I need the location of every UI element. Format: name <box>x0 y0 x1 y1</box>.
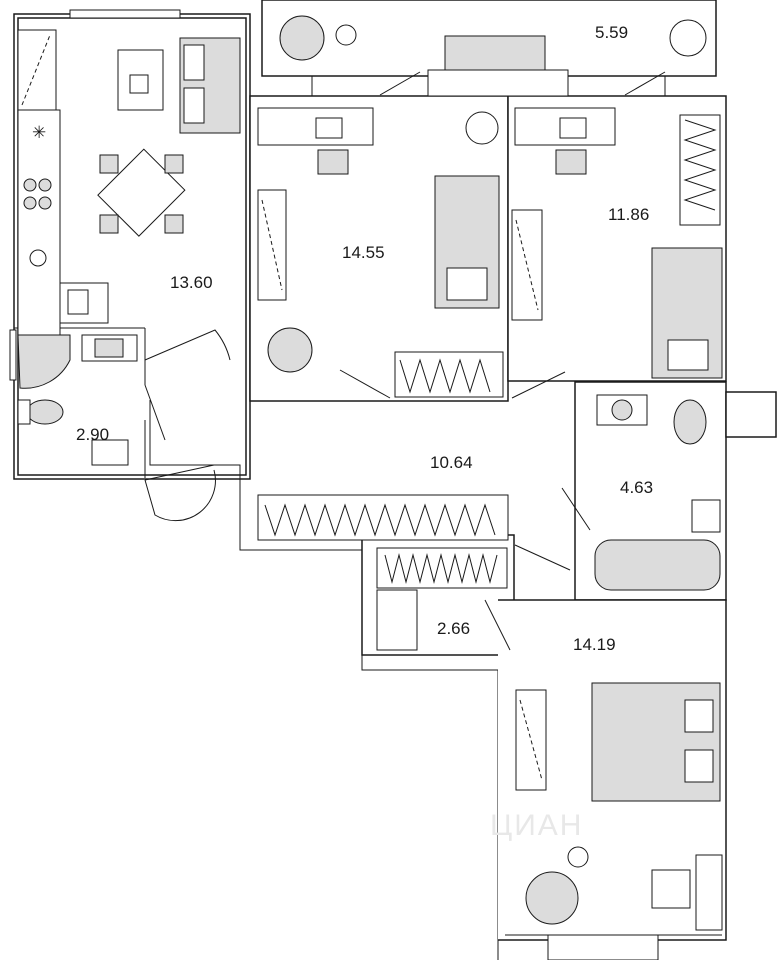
window-bottom <box>547 934 659 960</box>
storage-shelf <box>376 547 508 589</box>
area-bedroom-right: 11.86 <box>608 205 649 224</box>
pillow-master-1 <box>684 699 714 733</box>
toilet-large <box>673 399 707 445</box>
area-kitchen-living: 13.60 <box>170 273 213 292</box>
storage-furniture <box>376 547 508 651</box>
bathroom-large-furniture <box>594 394 721 591</box>
desk-chair-left <box>317 149 349 175</box>
area-hall: 10.64 <box>430 453 473 472</box>
door-balcony-left <box>379 71 421 96</box>
window-top <box>69 9 181 19</box>
hob-ring-2 <box>38 178 52 192</box>
hall-door-line <box>144 464 215 481</box>
door-bath-large <box>561 487 591 531</box>
watermark: ЦИАН <box>490 809 583 842</box>
balcony-sofa <box>444 35 546 73</box>
armchair-left <box>267 327 313 373</box>
bathroom-small-furniture <box>17 334 138 466</box>
bedroom-right-furniture <box>511 107 723 379</box>
armchair-master <box>525 871 579 925</box>
area-storage: 2.66 <box>437 619 470 638</box>
bathtub <box>594 539 721 591</box>
door-balcony-right <box>624 71 666 96</box>
pillow-master-2 <box>684 749 714 783</box>
shelf-pattern <box>399 358 491 394</box>
side-table-balcony <box>335 24 357 46</box>
chair-2 <box>164 154 184 174</box>
shelf-right <box>679 114 721 226</box>
fridge-door <box>21 34 51 106</box>
sofa-cushion-1 <box>183 44 205 81</box>
shelf-right-pattern <box>683 119 717 211</box>
chair-1 <box>99 154 119 174</box>
dresser-master <box>695 854 723 931</box>
area-bathroom-large: 4.63 <box>620 478 653 497</box>
hob-ring-1 <box>23 178 37 192</box>
hall-wardrobe-pattern <box>264 503 496 537</box>
door-bath-small <box>144 384 166 441</box>
walls <box>9 0 777 960</box>
door-entrance <box>144 469 216 522</box>
kitchen-furniture: ✳ <box>17 29 241 336</box>
balcony-bench <box>427 69 569 97</box>
wardrobe-right-door <box>515 219 539 311</box>
pouf-master <box>651 869 691 909</box>
door-storage <box>484 599 511 651</box>
hob-ring-4 <box>38 196 52 210</box>
sink-bowl <box>67 289 89 315</box>
door-bedroom-right <box>511 371 566 399</box>
window-left <box>9 329 17 381</box>
bath-sink <box>91 439 129 466</box>
laptop-right <box>559 117 587 139</box>
laptop-left <box>315 117 343 139</box>
shower-tray <box>17 334 71 389</box>
pillow-right <box>667 339 709 371</box>
balcony-furniture <box>279 15 707 97</box>
armchair-balcony <box>279 15 325 61</box>
chair-3 <box>99 214 119 234</box>
area-labels: 13.60 2.90 14.55 5.59 11.86 10.64 4.63 2… <box>76 23 653 654</box>
hall-wardrobe <box>257 494 509 541</box>
dishwasher-icon <box>29 249 47 267</box>
area-bathroom-small: 2.90 <box>76 425 109 444</box>
wardrobe-master <box>515 689 547 791</box>
desk-chair-right <box>555 149 587 175</box>
master-furniture <box>515 682 723 931</box>
doors <box>144 71 666 651</box>
washer-inner <box>94 338 124 358</box>
kitchen-counter <box>17 109 61 336</box>
shaft <box>725 391 777 438</box>
area-balcony: 5.59 <box>595 23 628 42</box>
toilet <box>26 399 64 425</box>
door-master <box>514 544 571 571</box>
bedroom-left-furniture <box>257 107 504 398</box>
area-bedroom-left: 14.55 <box>342 243 385 262</box>
door-bedroom-left <box>339 369 391 399</box>
sofa-cushion-2 <box>183 87 205 124</box>
storage-shelf-2 <box>376 589 418 651</box>
wardrobe-left-door <box>261 199 283 291</box>
chair-4 <box>164 214 184 234</box>
wardrobe-right <box>511 209 543 321</box>
plant-balcony <box>669 19 707 57</box>
hob-ring-3 <box>23 196 37 210</box>
plant-left <box>465 111 499 145</box>
area-bedroom-master: 14.19 <box>573 635 616 654</box>
side-table-master <box>567 846 589 868</box>
sink-large <box>691 499 721 533</box>
laptop-icon <box>129 74 149 94</box>
wardrobe-left <box>257 189 287 301</box>
hall-furniture <box>257 494 509 541</box>
storage-shelf-pattern <box>384 553 498 584</box>
hall-left-edge <box>149 400 499 960</box>
extractor-icon: ✳ <box>32 123 46 142</box>
pillow-left <box>446 267 488 301</box>
washer-drum <box>611 399 633 421</box>
fridge <box>17 29 57 111</box>
door-kitchen <box>144 329 231 361</box>
toilet-tank <box>17 399 31 425</box>
